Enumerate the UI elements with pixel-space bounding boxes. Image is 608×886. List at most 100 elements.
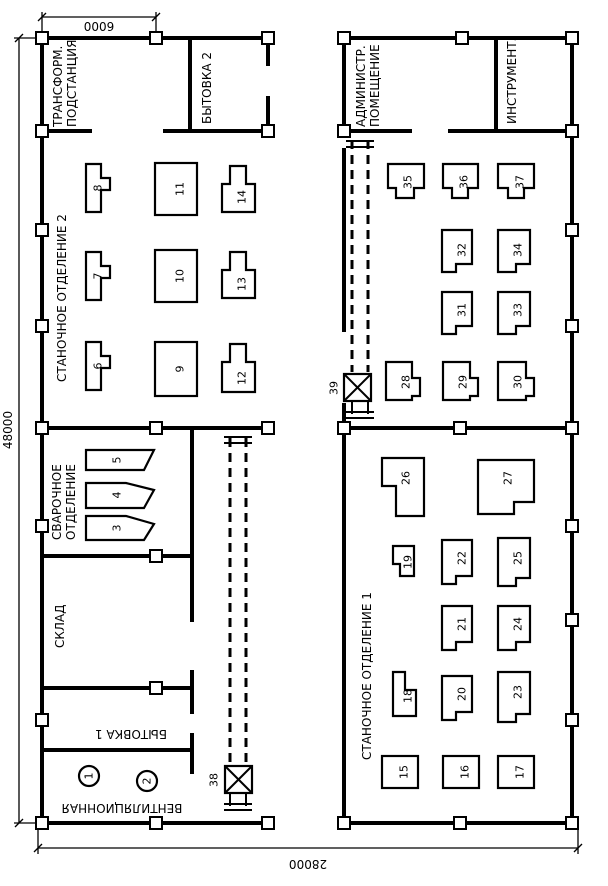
machine-number: 30 [512, 375, 525, 389]
machine-number: 39 [328, 381, 341, 395]
column-28 [565, 519, 579, 533]
machine-number: 37 [514, 175, 527, 189]
machine-20 [440, 674, 474, 722]
machine-number: 6 [92, 363, 105, 370]
column-14 [149, 681, 163, 695]
machine-number: 14 [236, 190, 249, 204]
machine-number: 13 [236, 277, 249, 291]
machine-number: 18 [402, 689, 415, 703]
label-lounge2: БЫТОВКА 2 [200, 52, 214, 124]
column-4 [35, 124, 49, 138]
machine-number: 7 [92, 273, 105, 280]
machine-number: 3 [111, 525, 124, 532]
column-26 [453, 421, 467, 435]
column-23 [565, 223, 579, 237]
machine-number: 32 [456, 243, 469, 257]
machine-number: 12 [236, 371, 249, 385]
column-5 [261, 124, 275, 138]
machine-number: 25 [512, 551, 525, 565]
machine-7 [84, 250, 112, 302]
column-3 [261, 31, 275, 45]
machine-28 [384, 360, 422, 402]
machines [77, 161, 536, 793]
machine-number: 27 [502, 471, 515, 485]
label-machine-shop2: СТАНОЧНОЕ ОТДЕЛЕНИЕ 2 [55, 214, 69, 382]
dimension-bay: 6000 [84, 19, 115, 33]
machine-number: 34 [512, 243, 525, 257]
label-transformer-1: ТРАНСФОРМ. [51, 46, 65, 128]
column-7 [35, 319, 49, 333]
fan-1 [77, 764, 101, 788]
machine-25 [496, 536, 532, 588]
machine-3 [84, 514, 156, 542]
label-welding-1: СВАРОЧНОЕ [50, 464, 64, 540]
machine-number: 15 [398, 765, 411, 779]
machine-number: 19 [402, 555, 415, 569]
crane-hoist-38 [223, 764, 254, 806]
fan-2 [135, 769, 159, 793]
machine-number: 21 [456, 617, 469, 631]
column-13 [149, 549, 163, 563]
machine-26 [380, 456, 426, 518]
machine-32 [440, 228, 474, 274]
machine-number: 22 [456, 551, 469, 565]
columns [35, 31, 579, 830]
column-27 [565, 421, 579, 435]
machine-37 [496, 162, 536, 200]
machine-number: 17 [514, 765, 527, 779]
machine-8 [84, 162, 112, 214]
machine-12 [220, 342, 257, 394]
machine-24 [496, 604, 532, 652]
machine-number: 2 [141, 778, 154, 785]
machine-number: 29 [457, 375, 470, 389]
machine-27 [476, 458, 536, 516]
column-20 [565, 31, 579, 45]
machine-21 [440, 604, 474, 652]
dimension-lines [14, 12, 583, 854]
column-30 [565, 713, 579, 727]
column-22 [565, 124, 579, 138]
machine-35 [386, 162, 426, 200]
machine-10 [153, 248, 199, 304]
label-ventilation: ВЕНТИЛЯЦИОННАЯ [62, 801, 183, 815]
column-25 [337, 421, 351, 435]
label-tool: ИНСТРУМЕНТ. [505, 38, 519, 124]
machine-number: 1 [83, 773, 96, 780]
machine-number: 5 [111, 457, 124, 464]
machine-number: 38 [208, 773, 221, 787]
machine-23 [496, 670, 532, 724]
column-29 [565, 613, 579, 627]
column-6 [35, 223, 49, 237]
crane-rails [224, 140, 374, 811]
column-32 [453, 816, 467, 830]
machine-29 [441, 360, 480, 402]
machine-number: 10 [174, 269, 187, 283]
walls [40, 36, 574, 825]
crane-hoist-39 [342, 372, 373, 414]
machine-number: 28 [400, 375, 413, 389]
machine-number: 35 [402, 175, 415, 189]
machine-16 [441, 754, 481, 790]
machine-4 [84, 481, 156, 510]
machine-17 [496, 754, 536, 790]
column-19 [455, 31, 469, 45]
machine-13 [220, 250, 257, 300]
machine-33 [496, 290, 532, 336]
label-transformer-2: ПОДСТАНЦИЯ [65, 40, 79, 127]
machine-22 [440, 538, 474, 586]
machine-30 [496, 360, 536, 402]
column-33 [565, 816, 579, 830]
column-31 [337, 816, 351, 830]
label-machine-shop1: СТАНОЧНОЕ ОТДЕЛЕНИЕ 1 [360, 592, 374, 760]
machine-number: 20 [456, 687, 469, 701]
label-admin-1: АДМИНИСТР. [354, 45, 368, 127]
machine-31 [440, 290, 474, 336]
column-16 [149, 816, 163, 830]
machine-number: 11 [174, 182, 187, 196]
machine-19 [391, 544, 416, 578]
machine-11 [153, 161, 199, 217]
machine-number: 9 [174, 366, 187, 373]
machine-number: 16 [459, 765, 472, 779]
column-17 [261, 816, 275, 830]
